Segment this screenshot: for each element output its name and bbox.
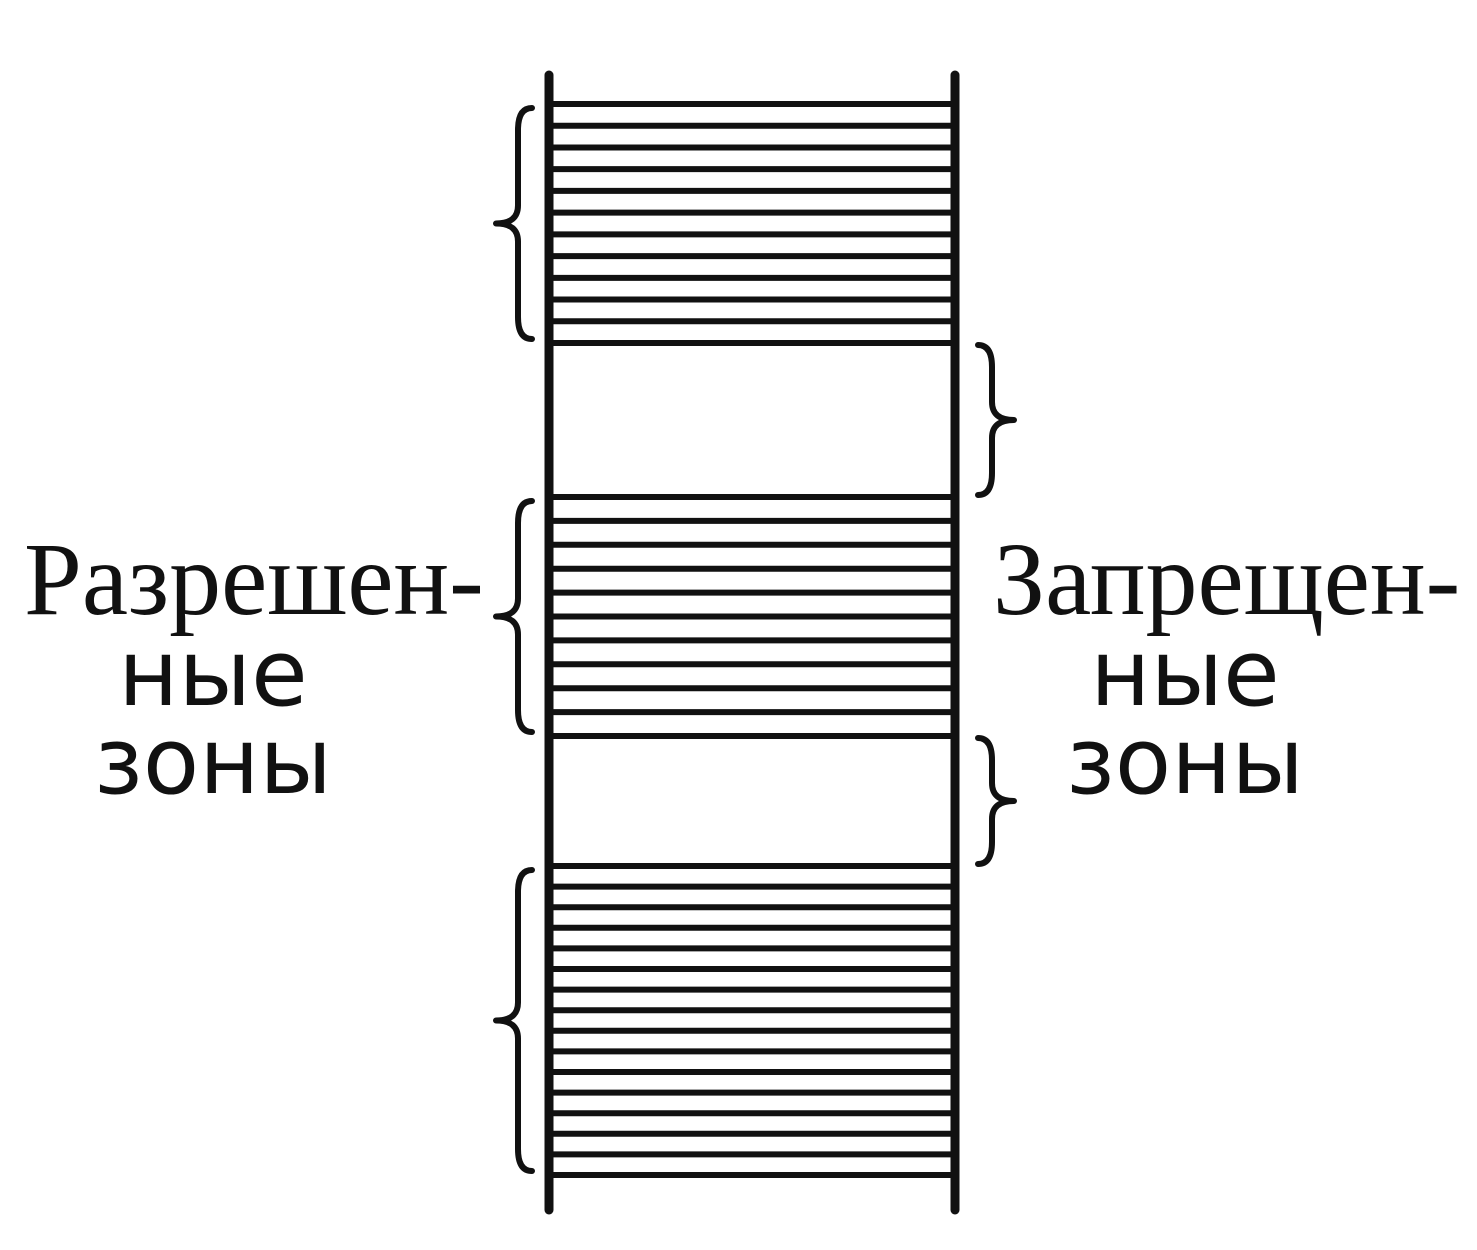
allowed-zone-brace: [493, 105, 535, 342]
forbidden-zones-label-line1: Запрещен-: [993, 522, 1461, 637]
forbidden-zones-label-line2: ные: [1090, 620, 1280, 727]
forbidden-zones-label-line3: зоны: [1066, 708, 1304, 815]
energy-levels: [546, 101, 958, 1178]
zone-braces: [493, 105, 1017, 1174]
allowed-zone-brace: [493, 867, 535, 1174]
allowed-zones-label-line1: Разрешен-: [24, 522, 484, 637]
forbidden-zone-brace: [975, 342, 1017, 498]
allowed-zone-brace: [493, 498, 535, 735]
allowed-zones-label-line3: зоны: [94, 708, 332, 815]
forbidden-zone-brace: [975, 735, 1017, 867]
allowed-zones-label: Разрешен- ные зоны: [18, 522, 484, 815]
allowed-zones-label-line2: ные: [118, 620, 308, 727]
forbidden-zones-label: Запрещен- ные зоны: [985, 522, 1461, 815]
